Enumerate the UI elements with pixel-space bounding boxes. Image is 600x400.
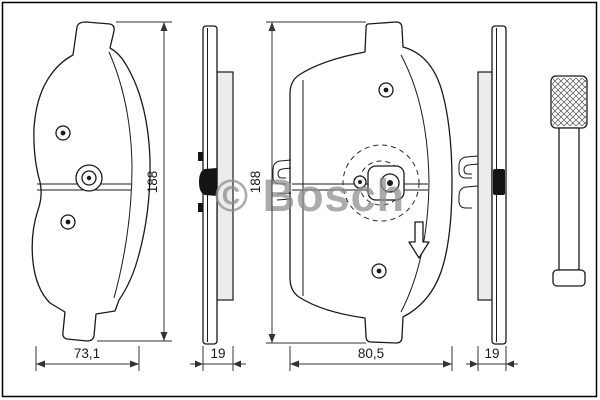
wear-sensor-dashed-outline [342, 144, 420, 222]
rivet-hole-center [60, 130, 66, 136]
wear-sensor-grommet-center [387, 180, 393, 186]
retaining-spring-hook-inner [277, 167, 292, 179]
retaining-spring-hook [458, 155, 479, 179]
guide-pin-bolt [550, 75, 588, 287]
bolt-end-flange [552, 269, 586, 287]
dim-inner-pad-height: 188 [145, 171, 160, 194]
mounting-direction-arrow [408, 221, 430, 259]
dim-outer-pad-thickness: 19 [484, 346, 499, 361]
rivet-hole-center [376, 268, 382, 274]
dim-inner-pad-thickness: 19 [210, 346, 225, 361]
rivet-hole-center [383, 87, 389, 93]
friction-material-block [477, 71, 493, 301]
retainer-lug [198, 152, 203, 161]
inner-pad-front-view [31, 21, 151, 342]
damping-clip [493, 169, 505, 195]
guide-bore-center [86, 175, 92, 181]
outer-pad-friction-edge [400, 54, 430, 313]
retaining-spring-hook-inner [463, 163, 479, 175]
dim-outer-pad-height: 188 [248, 171, 263, 194]
retaining-spring-leg [276, 198, 292, 201]
retaining-spring-hook [272, 159, 292, 185]
outer-pad-side-view [458, 25, 507, 345]
dim-outer-pad-width: 80,5 [358, 346, 384, 361]
retaining-spring-leg [276, 192, 292, 195]
outer-pad-front-view [272, 21, 453, 344]
dim-inner-pad-width: 73,1 [74, 346, 100, 361]
damping-clip [199, 168, 217, 196]
wear-sensor-terminal-center [358, 180, 362, 184]
retainer-lug [198, 203, 203, 212]
dimension-annotations: 73,1 19 80,5 19 188 188 [35, 21, 518, 371]
inner-pad-friction-edge [108, 51, 133, 299]
knurl-hatch [551, 77, 587, 127]
inner-pad-side-view [198, 25, 234, 345]
bosch-watermark: © Bosch [215, 170, 405, 221]
bolt-shaft [558, 127, 580, 271]
retaining-spring-hook [458, 185, 479, 209]
rivet-hole-center [65, 219, 71, 225]
